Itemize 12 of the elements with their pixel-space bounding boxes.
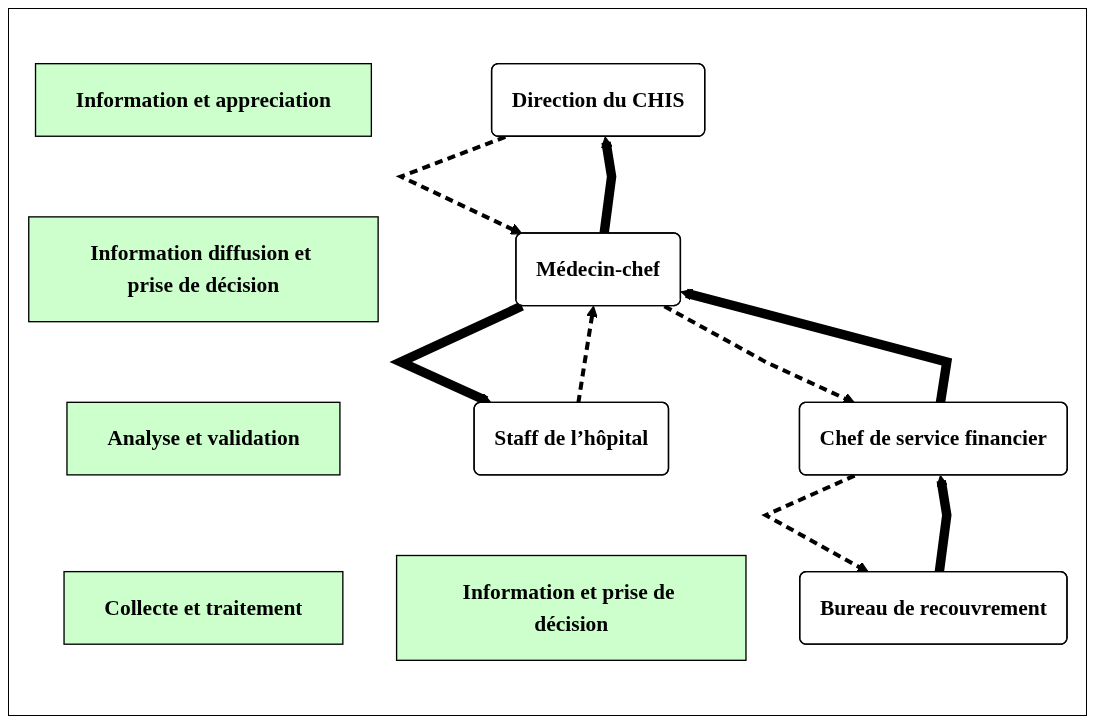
node-box: Information et prise de décision: [395, 554, 747, 661]
node-box: Collecte et traitement: [62, 570, 343, 645]
arrow: [575, 305, 598, 404]
arrow: [598, 136, 616, 235]
node-box: Analyse et validation: [65, 401, 341, 476]
node-box: Information et appreciation: [34, 63, 372, 137]
arrow: [934, 475, 952, 573]
arrow: [395, 135, 522, 235]
arrow: [760, 473, 869, 573]
arrow: [662, 304, 855, 404]
arrow: [680, 288, 952, 404]
node-box: Information diffusion et prise de décision: [27, 216, 379, 323]
